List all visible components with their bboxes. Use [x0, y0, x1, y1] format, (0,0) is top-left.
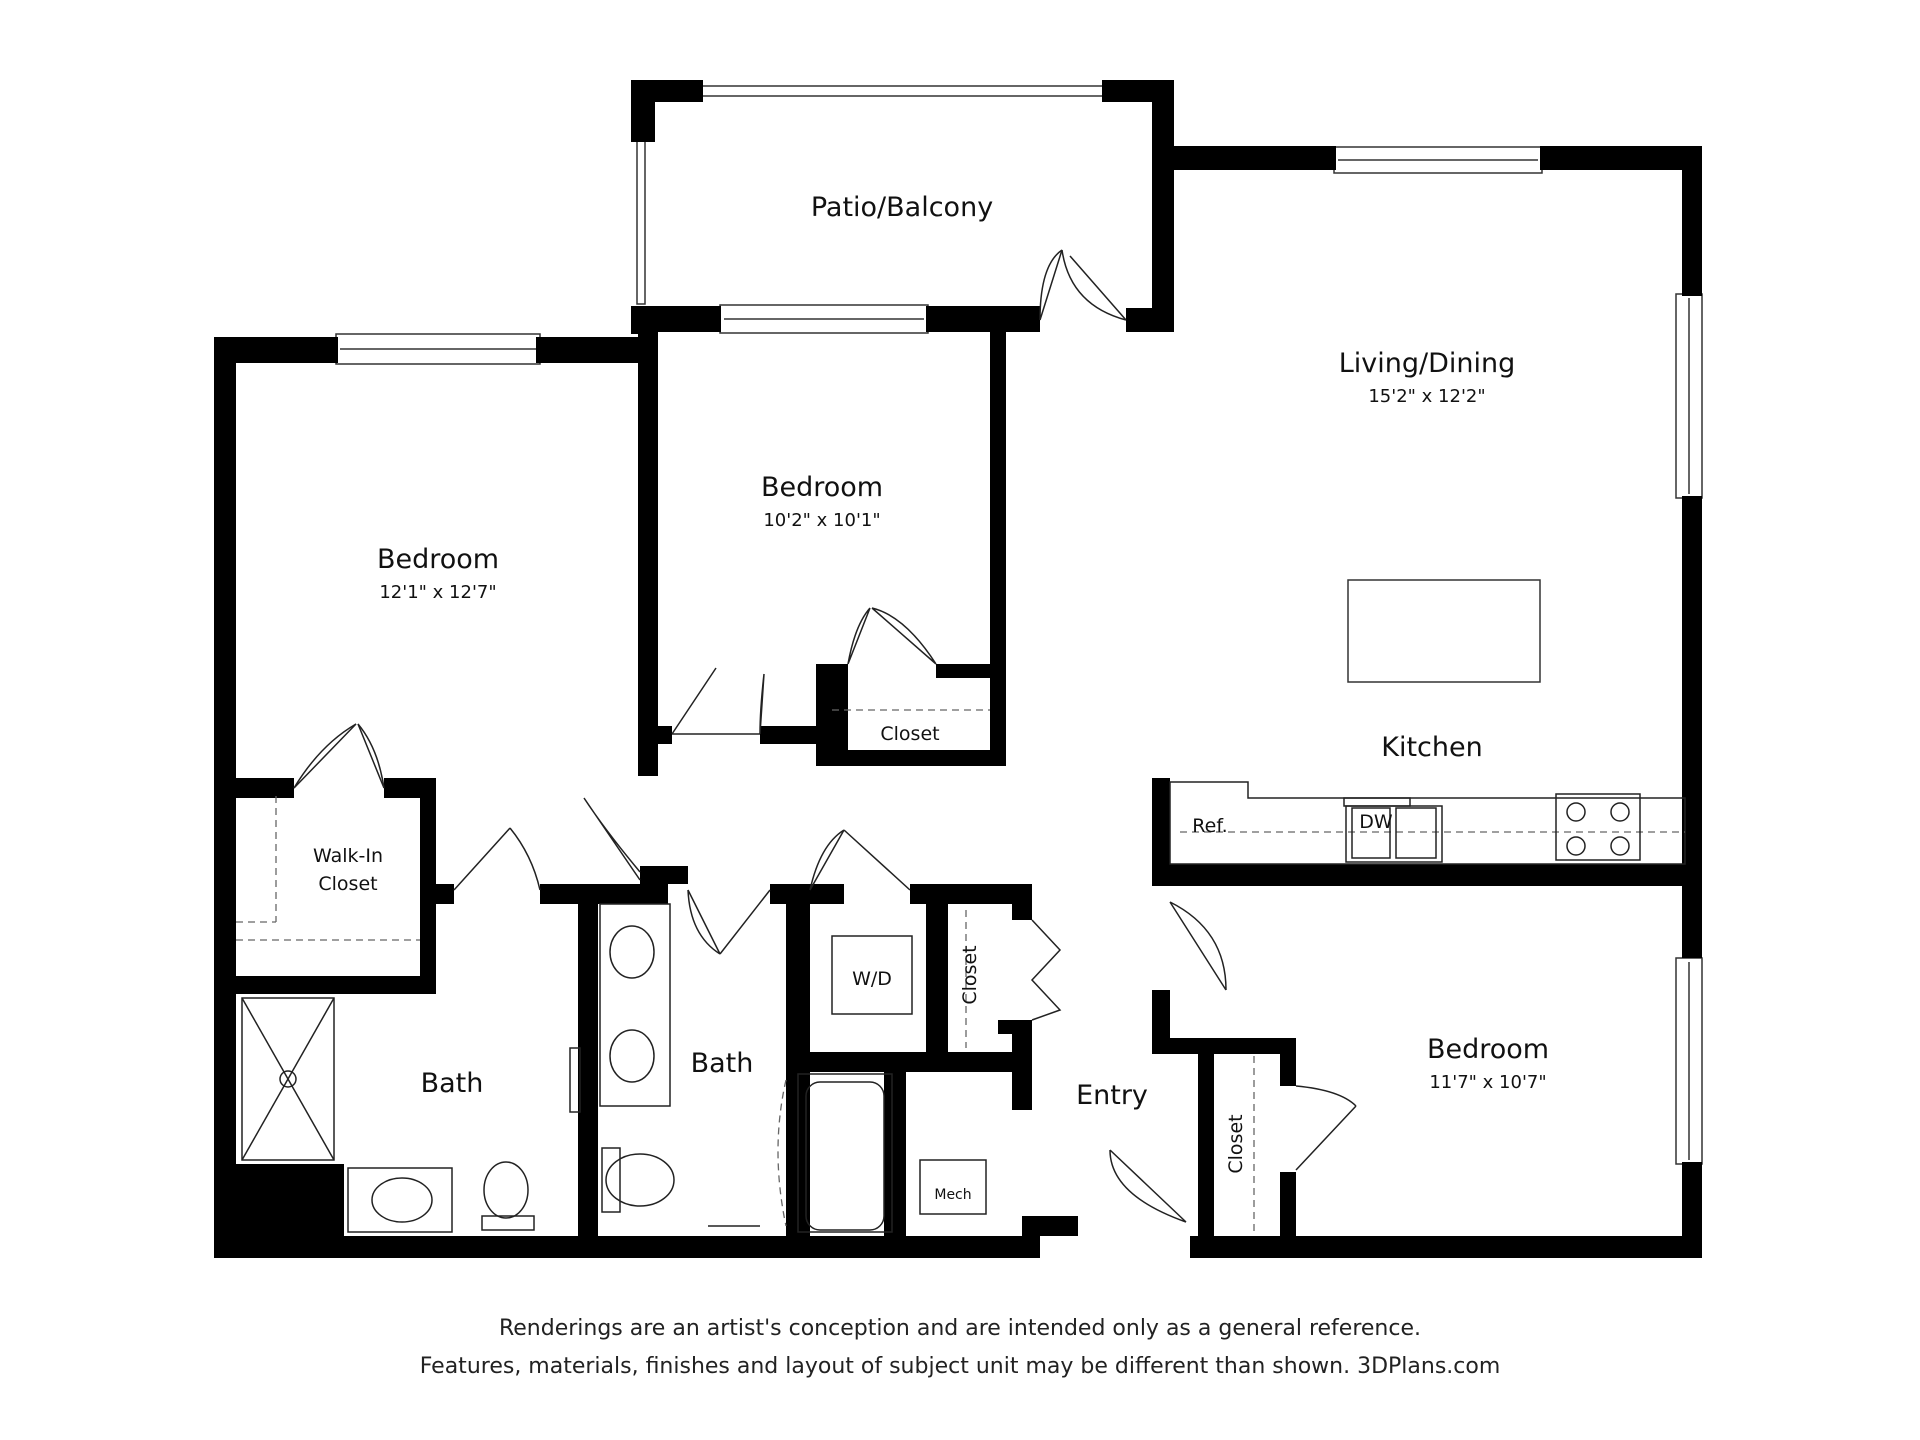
closet-center-label: Closet [880, 723, 939, 745]
closet-right-label: Closet [1225, 1114, 1247, 1173]
disclaimer-line-2: Features, materials, finishes and layout… [419, 1354, 1501, 1379]
walls [214, 80, 1702, 1258]
walkin-closet-label-1: Walk-In [313, 845, 383, 867]
bedroom-right-size: 11'7" x 10'7" [1429, 1072, 1546, 1093]
closet-wd-label: Closet [959, 945, 981, 1004]
bedroom-center-label: Bedroom [761, 472, 883, 503]
bedroom-right-label: Bedroom [1427, 1034, 1549, 1065]
windows [335, 85, 1703, 1165]
entry-label: Entry [1076, 1080, 1148, 1111]
bedroom-left-size: 12'1" x 12'7" [379, 582, 496, 603]
patio-label: Patio/Balcony [811, 192, 993, 223]
living-dining-size: 15'2" x 12'2" [1368, 386, 1485, 407]
bath-left-label: Bath [421, 1068, 484, 1099]
disclaimer-line-1: Renderings are an artist's conception an… [498, 1316, 1422, 1341]
fixtures [236, 579, 1686, 1236]
walkin-closet-label-2: Closet [318, 873, 377, 895]
living-dining-label: Living/Dining [1339, 348, 1516, 379]
bedroom-left-label: Bedroom [377, 544, 499, 575]
bath-center-label: Bath [691, 1048, 754, 1079]
ref-label: Ref. [1192, 815, 1227, 837]
disclaimer: Renderings are an artist's conception an… [0, 1310, 1920, 1386]
mech-label: Mech [934, 1187, 971, 1203]
dw-label: DW [1359, 811, 1393, 833]
doors [293, 249, 1357, 1223]
bedroom-center-size: 10'2" x 10'1" [763, 510, 880, 531]
wd-label: W/D [852, 968, 892, 990]
kitchen-label: Kitchen [1381, 732, 1482, 763]
kitchen-island [1347, 579, 1541, 683]
